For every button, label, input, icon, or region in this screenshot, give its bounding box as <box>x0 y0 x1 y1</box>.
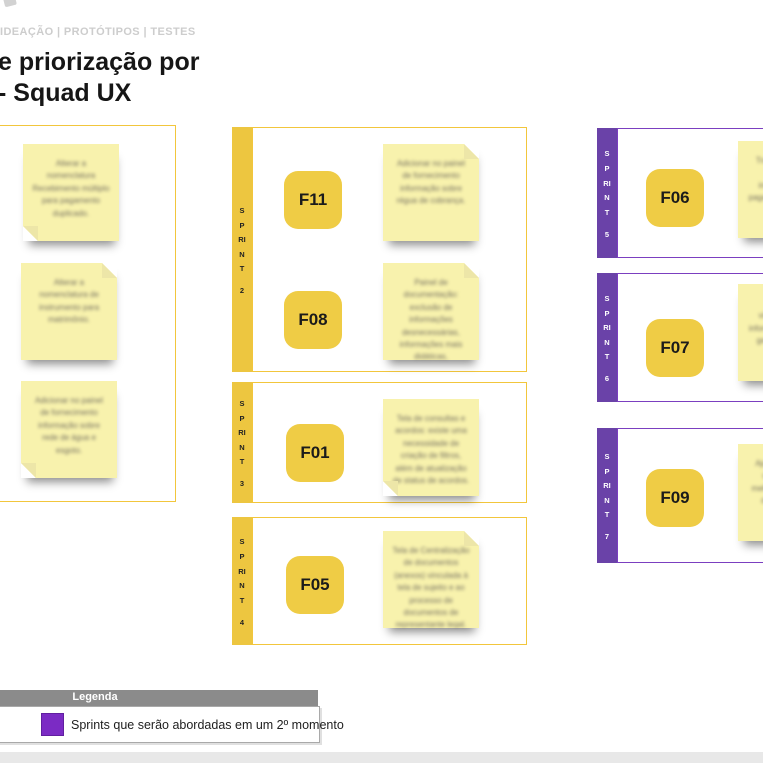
sprint-2-lane[interactable]: SPRINT 2 F11 F08 Adicionar no painel de … <box>232 127 527 372</box>
sprint-number: 5 <box>604 229 610 239</box>
sticky-note-text: Ajustes gerais de usabilidade e melhoria… <box>751 459 763 505</box>
page-title-line1: e priorização por <box>0 48 200 76</box>
sticky-note[interactable]: Trazer alertas de débitos e informações … <box>738 141 763 238</box>
sprint-label: SPRINT <box>603 293 611 362</box>
sticky-note-text: Tela de consultas e acordos: existe uma … <box>392 414 470 485</box>
legend-header: Legenda <box>0 690 318 706</box>
sprint-7-box: F09 Ajustes gerais de usabilidade e melh… <box>617 428 763 563</box>
sticky-note-text: Adicionar no painel de fornecimento info… <box>34 396 104 455</box>
sticky-note-text: Melhorar a visualização de informações e… <box>748 311 763 346</box>
feature-chip-f07[interactable]: F07 <box>646 319 704 377</box>
legend-purple-swatch <box>41 713 64 736</box>
page-title-line2: - Squad UX <box>0 79 132 107</box>
sprint-label: SPRINT <box>238 205 246 274</box>
sprint-7-bar: SPRINT 7 <box>597 428 617 563</box>
sprint-number: 3 <box>239 479 245 489</box>
sprint-number: 2 <box>239 286 245 296</box>
sticky-note[interactable]: Alterar a nomenclatura de instrumento pa… <box>21 263 117 360</box>
legend-item-text: Sprints que serão abordadas em um 2º mom… <box>71 717 344 732</box>
sprint-4-box: F05 Tela de Centralização de documentos … <box>252 517 527 645</box>
feature-chip-f05[interactable]: F05 <box>286 556 344 614</box>
sticky-note-text: Alterar a nomenclatura de instrumento pa… <box>38 278 100 325</box>
sprint-6-bar: SPRINT 6 <box>597 273 617 402</box>
sprint-2-box: F11 F08 Adicionar no painel de fornecime… <box>252 127 527 372</box>
canvas-edge-strip <box>0 752 763 763</box>
sprint-4-lane[interactable]: SPRINT 4 F05 Tela de Centralização de do… <box>232 517 527 645</box>
sprint-2-bar: SPRINT 2 <box>232 127 252 372</box>
sprint-number: 4 <box>239 617 245 627</box>
sprint-6-lane[interactable]: SPRINT 6 F07 Melhorar a visualização de … <box>597 273 763 402</box>
sticky-note-text: Alterar a nomenclatura Recebimento múlti… <box>32 159 110 218</box>
sprint-label: SPRINT <box>238 537 246 605</box>
sticky-note-text: Painel de documentação: exclusão de info… <box>399 278 463 360</box>
legend-box: Sprints que serão abordadas em um 2º mom… <box>0 706 344 743</box>
sprint-3-lane[interactable]: SPRINT 3 F01 Tela de consultas e acordos… <box>232 382 527 503</box>
sprint-number: 6 <box>604 374 610 384</box>
feature-chip-f06[interactable]: F06 <box>646 169 704 227</box>
sprint-label: SPRINT <box>238 398 246 467</box>
sticky-note-text: Adicionar no painel de fornecimento info… <box>396 159 466 206</box>
sprint-3-box: F01 Tela de consultas e acordos: existe … <box>252 382 527 503</box>
sticky-note-text: Trazer alertas de débitos e informações … <box>748 156 763 203</box>
page-title: e priorização por - Squad UX <box>0 47 199 109</box>
sprint-4-bar: SPRINT 4 <box>232 517 252 645</box>
breadcrumb: IDEAÇÃO | PROTÓTIPOS | TESTES <box>0 26 196 38</box>
sticky-note-text: Tela de Centralização de documentos (ane… <box>392 546 470 628</box>
feature-chip-f09[interactable]: F09 <box>646 469 704 527</box>
sprint-6-box: F07 Melhorar a visualização de informaçõ… <box>617 273 763 402</box>
cropped-corner-artifact <box>3 0 17 8</box>
feature-chip-f01[interactable]: F01 <box>286 424 344 482</box>
sticky-note[interactable]: Alterar a nomenclatura Recebimento múlti… <box>23 144 119 241</box>
sprint-label: SPRINT <box>603 149 611 217</box>
sticky-note[interactable]: Adicionar no painel de fornecimento info… <box>21 381 117 478</box>
legend-title: Legenda <box>72 691 118 703</box>
sprint-label: SPRINT <box>603 451 611 520</box>
sticky-note[interactable]: Melhorar a visualização de informações e… <box>738 284 763 381</box>
sticky-note[interactable]: Ajustes gerais de usabilidade e melhoria… <box>738 444 763 541</box>
sprint-number: 7 <box>604 532 610 542</box>
feature-chip-f11[interactable]: F11 <box>284 171 342 229</box>
sprint-5-box: F06 Trazer alertas de débitos e informaç… <box>617 128 763 258</box>
sprint-5-bar: SPRINT 5 <box>597 128 617 258</box>
sticky-note[interactable]: Adicionar no painel de fornecimento info… <box>383 144 479 241</box>
sticky-note[interactable]: Painel de documentação: exclusão de info… <box>383 263 479 360</box>
sprint-3-bar: SPRINT 3 <box>232 382 252 503</box>
sticky-note[interactable]: Tela de consultas e acordos: existe uma … <box>383 399 479 496</box>
sprint-7-lane[interactable]: SPRINT 7 F09 Ajustes gerais de usabilida… <box>597 428 763 563</box>
sticky-note[interactable]: Tela de Centralização de documentos (ane… <box>383 531 479 628</box>
backlog-panel: Alterar a nomenclatura Recebimento múlti… <box>0 125 176 502</box>
feature-chip-f08[interactable]: F08 <box>284 291 342 349</box>
sprint-5-lane[interactable]: SPRINT 5 F06 Trazer alertas de débitos e… <box>597 128 763 258</box>
